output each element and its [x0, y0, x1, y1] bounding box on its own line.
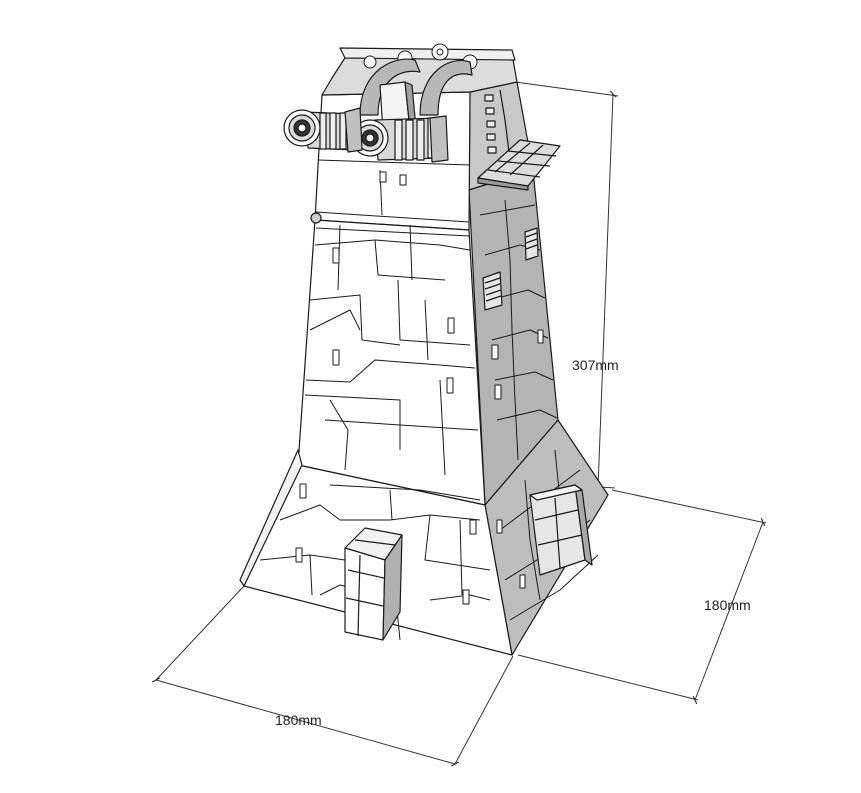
dimension-lines [152, 81, 767, 767]
front-panel-line [309, 294, 401, 346]
front-panel-line [304, 394, 401, 450]
front-band-line [317, 159, 471, 166]
side-panel-line [489, 289, 546, 301]
side-ladder [484, 89, 511, 161]
front-panel-line [374, 239, 446, 281]
height-dimension-label: 307mm [572, 357, 619, 373]
side-slot [491, 344, 499, 360]
front-panel-line [439, 379, 446, 476]
side-slot [494, 384, 502, 400]
front-face-main [297, 219, 486, 506]
front-panel-line [409, 224, 413, 281]
front-slot [332, 247, 340, 264]
tower-side [468, 81, 609, 656]
side-slot [519, 574, 526, 589]
side-platform-grate [477, 139, 561, 191]
front-slot [299, 483, 307, 499]
front-slot [446, 377, 454, 394]
depth-extension-top [611, 489, 767, 524]
right-buttress [529, 484, 593, 576]
front-slot [399, 174, 407, 186]
width-extension-right [454, 655, 514, 765]
turret [283, 43, 518, 224]
side-slot [537, 329, 544, 344]
front-panel-line [305, 359, 476, 383]
front-slot [332, 349, 340, 366]
turret-side-gear [310, 212, 322, 224]
side-panel-line [494, 371, 554, 381]
front-panel-line [309, 309, 361, 331]
front-panel-line [397, 279, 471, 346]
front-slot [462, 589, 470, 605]
left-cannon [283, 109, 356, 151]
depth-dimension-label: 180mm [704, 597, 751, 613]
front-buttress [344, 527, 403, 641]
right-cannon [351, 117, 443, 161]
height-extension-top [514, 81, 619, 97]
side-vent [524, 227, 539, 261]
side-panel-line [509, 554, 599, 621]
height-dimension-line [594, 90, 617, 492]
front-panel-line [424, 299, 429, 361]
front-slot [379, 171, 387, 183]
side-slot [496, 519, 503, 534]
side-panel-line [524, 479, 541, 601]
cannon-mount [344, 107, 363, 153]
front-panel-line [279, 504, 481, 521]
front-band-line [315, 227, 470, 237]
ammo-belt-right [419, 60, 473, 116]
side-panel-line [479, 204, 536, 216]
depth-dimension-line [692, 517, 766, 705]
front-panel-line [309, 554, 313, 596]
front-slot [447, 317, 455, 334]
width-extension-left [155, 585, 245, 681]
front-panel-line [429, 594, 491, 601]
cannon-mount [429, 115, 449, 163]
side-vent [482, 271, 503, 311]
front-panel-line [329, 484, 481, 501]
front-panel-line [324, 419, 479, 431]
front-panel-line [424, 514, 491, 571]
side-panel-line [496, 409, 558, 421]
width-dimension-label: 180mm [275, 712, 322, 728]
front-panel-line [329, 399, 349, 471]
front-slot [295, 547, 303, 563]
front-band-line [315, 211, 470, 223]
front-face-base-left-edge [239, 449, 303, 587]
front-slot [469, 519, 477, 535]
depth-extension-bottom [517, 654, 699, 701]
width-dimension-line [152, 677, 459, 767]
front-panel-line [314, 239, 471, 251]
side-panel-line [504, 199, 519, 461]
front-panel-line [459, 519, 463, 596]
front-panel-line [389, 489, 393, 521]
